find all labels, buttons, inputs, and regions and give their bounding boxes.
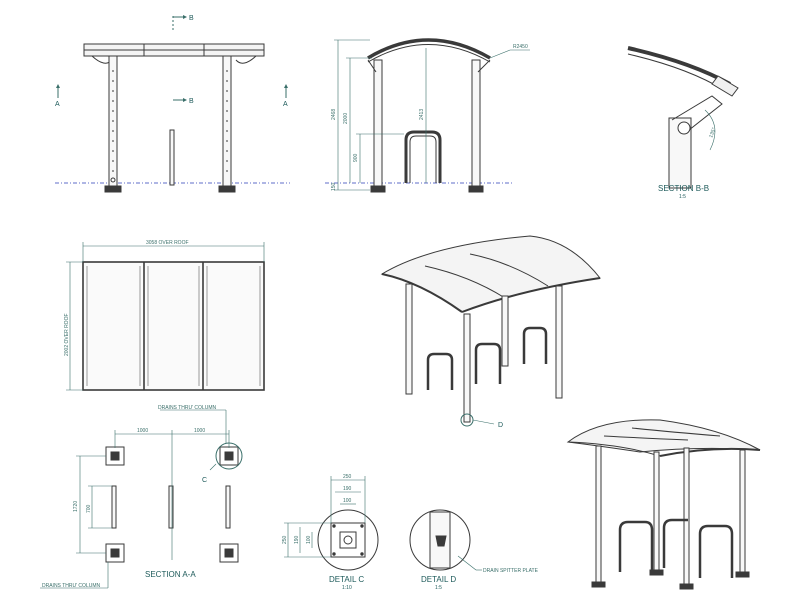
section-marker-a-left: A [55, 101, 60, 108]
plan-view [66, 242, 265, 391]
side-elevation [325, 38, 530, 193]
section-bb-drawing [627, 46, 739, 189]
section-marker-a-right: A [283, 101, 288, 108]
detail-c-title: DETAIL C [329, 575, 364, 584]
section-aa-drains-bottom: DRAINS THRU' COLUMN [42, 583, 100, 589]
section-bb-scale: 1:5 [679, 194, 686, 200]
section-aa-callout-c: C [202, 477, 207, 484]
dim-column-height: 2000 [343, 113, 349, 124]
iso-callout-d: D [498, 422, 503, 429]
plan-roof [82, 261, 265, 391]
section-aa-dim-right: 1000 [194, 428, 205, 434]
detail-c-scale: 1:10 [342, 585, 352, 591]
section-marker-b-mid: B [189, 98, 194, 105]
section-bb-title: SECTION B-B [658, 184, 709, 193]
dim-stand-height: 900 [353, 153, 359, 162]
bike-stand-front [169, 129, 175, 186]
detail-d [409, 509, 482, 571]
detail-c-dim-100v: 100 [306, 535, 312, 544]
detail-d-note: DRAIN SPITTER PLATE [483, 568, 539, 574]
plan-width-label: 3058 OVER ROOF [146, 240, 189, 246]
dim-radius: R2450 [513, 44, 528, 50]
iso-roof [380, 235, 601, 313]
detail-c-dim-190v: 190 [294, 535, 300, 544]
detail-c [284, 476, 379, 571]
section-aa-dim-stand: 700 [86, 504, 92, 513]
section-aa-dim-depth: 1720 [73, 501, 79, 512]
isometric-view [380, 235, 601, 427]
dim-base-height: 150 [331, 182, 337, 191]
bike-stand-side [404, 130, 442, 183]
dim-overall-height: 2468 [331, 109, 337, 120]
detail-c-dim-100h: 100 [343, 498, 352, 504]
section-aa [40, 409, 243, 589]
section-aa-drains-top: DRAINS THRU' COLUMN [158, 405, 216, 411]
curved-roof [367, 38, 491, 60]
detail-c-dim-190h: 190 [343, 486, 352, 492]
section-aa-title: SECTION A-A [145, 570, 196, 579]
detail-c-dim-250h: 250 [343, 474, 352, 480]
column-side-right [471, 59, 481, 187]
section-aa-dim-left: 1000 [137, 428, 148, 434]
detail-c-dim-250v: 250 [282, 535, 288, 544]
front-elevation [55, 15, 290, 193]
column-side-left [373, 59, 383, 187]
detail-d-scale: 1:5 [435, 585, 442, 591]
section-marker-b-top: B [189, 15, 194, 22]
plan-depth-label: 2002 OVER ROOF [64, 313, 70, 356]
section-bb-angle: 135° [708, 127, 717, 139]
detail-d-title: DETAIL D [421, 575, 456, 584]
dim-inner-height: 2413 [419, 109, 425, 120]
section-bb-column [668, 117, 692, 189]
perspective-view [566, 419, 761, 590]
